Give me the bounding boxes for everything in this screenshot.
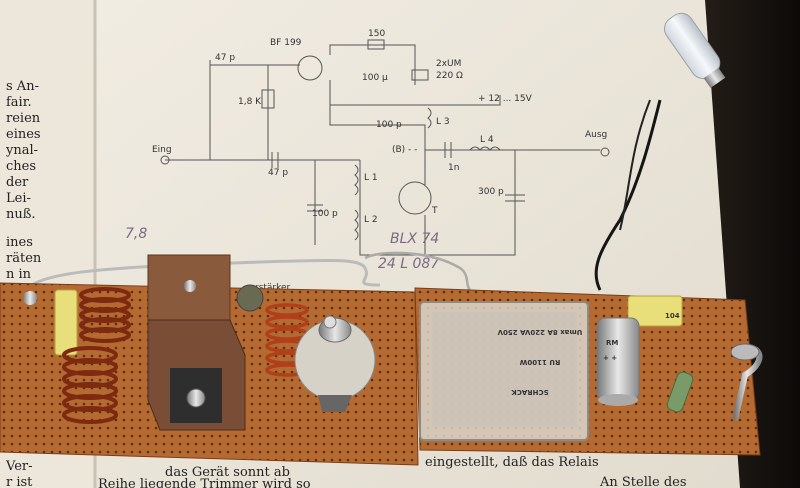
svg-text:7,8: 7,8 (125, 226, 147, 242)
coil-lower (62, 346, 118, 424)
yellow-capacitor-right (627, 295, 683, 327)
svg-text:1,8 K: 1,8 K (238, 97, 262, 107)
svg-text:eines: eines (6, 127, 41, 142)
schem-relay (411, 69, 429, 81)
svg-text:eingestellt, daß das Relais: eingestellt, daß das Relais (425, 455, 599, 470)
schem-coil-l1 (354, 164, 359, 196)
svg-text:reien: reien (6, 111, 41, 126)
svg-text:100 p: 100 p (312, 209, 338, 219)
svg-text:47 p: 47 p (215, 53, 235, 63)
book-left-text: s An- fair. reien eines ynal- ches der L… (5, 79, 42, 488)
svg-text:nuß.: nuß. (6, 207, 36, 222)
svg-text:T: T (431, 206, 438, 216)
transistor-screw (186, 388, 206, 408)
relay: SCHRACK RU 1100W Umax 8A 220VA 250V (419, 301, 589, 441)
svg-text:L 1: L 1 (364, 173, 378, 183)
schem-transistor-t (398, 181, 432, 215)
svg-text:n in: n in (6, 267, 32, 282)
svg-text:ches: ches (6, 159, 36, 174)
svg-text:rstärker: rstärker (255, 283, 291, 293)
schem-coil-l2 (354, 209, 359, 241)
svg-text:ines: ines (6, 235, 33, 250)
svg-text:300 p: 300 p (478, 187, 504, 197)
svg-text:Ausg: Ausg (585, 130, 607, 140)
book-bottom-text: das Gerät sonnt ab eingestellt, daß das … (98, 455, 687, 488)
svg-text:220 Ω: 220 Ω (436, 71, 463, 81)
light-bulb (594, 12, 726, 291)
schem-pot (367, 39, 385, 50)
schem-resistor (261, 89, 275, 109)
svg-text:Reihe liegende Trimmer wird so: Reihe liegende Trimmer wird so (98, 477, 311, 488)
svg-text:L 3: L 3 (436, 117, 450, 127)
svg-text:RM: RM (606, 339, 618, 347)
bare-wire (18, 258, 381, 299)
svg-text:BF 199: BF 199 (270, 38, 302, 48)
svg-text:47 p: 47 p (268, 168, 288, 178)
svg-text:Ver-: Ver- (5, 459, 33, 474)
svg-text:(B) - -: (B) - - (392, 145, 417, 155)
svg-text:der: der (6, 175, 29, 190)
small-can-component (236, 284, 264, 312)
relay-spec: RU 1100W (519, 358, 560, 366)
schem-coil-l4 (469, 146, 501, 151)
relay-brand: SCHRACK (511, 388, 549, 396)
svg-text:ynal-: ynal- (5, 143, 38, 158)
svg-text:24 L 087: 24 L 087 (378, 256, 439, 272)
svg-text:2xUM: 2xUM (436, 59, 461, 69)
bulb-base (703, 67, 726, 88)
heatsink-screw (184, 280, 196, 292)
svg-text:r ist: r ist (6, 475, 33, 488)
svg-text:100 p: 100 p (376, 120, 402, 130)
svg-text:An Stelle des: An Stelle des (599, 475, 687, 488)
schematic (160, 39, 610, 256)
svg-text:+ 12 ... 15V: + 12 ... 15V (478, 94, 533, 104)
green-resistor (666, 371, 694, 413)
schem-coil-l3 (427, 107, 432, 129)
svg-text:Eing: Eing (152, 145, 172, 155)
coil-upper (79, 287, 131, 343)
svg-text:100 µ: 100 µ (362, 73, 388, 83)
svg-text:104: 104 (665, 312, 680, 320)
svg-text:Lei-: Lei- (6, 191, 31, 206)
schem-transistor-bf199 (297, 55, 323, 81)
svg-text:fair.: fair. (6, 95, 32, 110)
svg-text:1n: 1n (448, 163, 459, 173)
schematic-labels: BF 199 47 p 1,8 K 150 100 µ 2xUM 220 Ω +… (125, 29, 607, 293)
svg-text:BLX 74: BLX 74 (390, 231, 439, 247)
svg-text:L 2: L 2 (364, 215, 378, 225)
components-right: 104 + + RM (596, 295, 763, 421)
components-left (23, 254, 376, 431)
svg-text:L 4: L 4 (480, 135, 494, 145)
relay-small: Umax 8A 220VA 250V (497, 328, 582, 336)
schem-output-jack (600, 147, 610, 157)
svg-text:das Gerät sonnt ab: das Gerät sonnt ab (165, 465, 290, 480)
svg-text:+ +: + + (603, 354, 617, 362)
svg-text:150: 150 (368, 29, 385, 39)
svg-text:s An-: s An- (6, 79, 39, 94)
schem-input-jack (160, 155, 170, 165)
svg-text:räten: räten (6, 251, 42, 266)
yellow-capacitor-left (54, 289, 78, 356)
